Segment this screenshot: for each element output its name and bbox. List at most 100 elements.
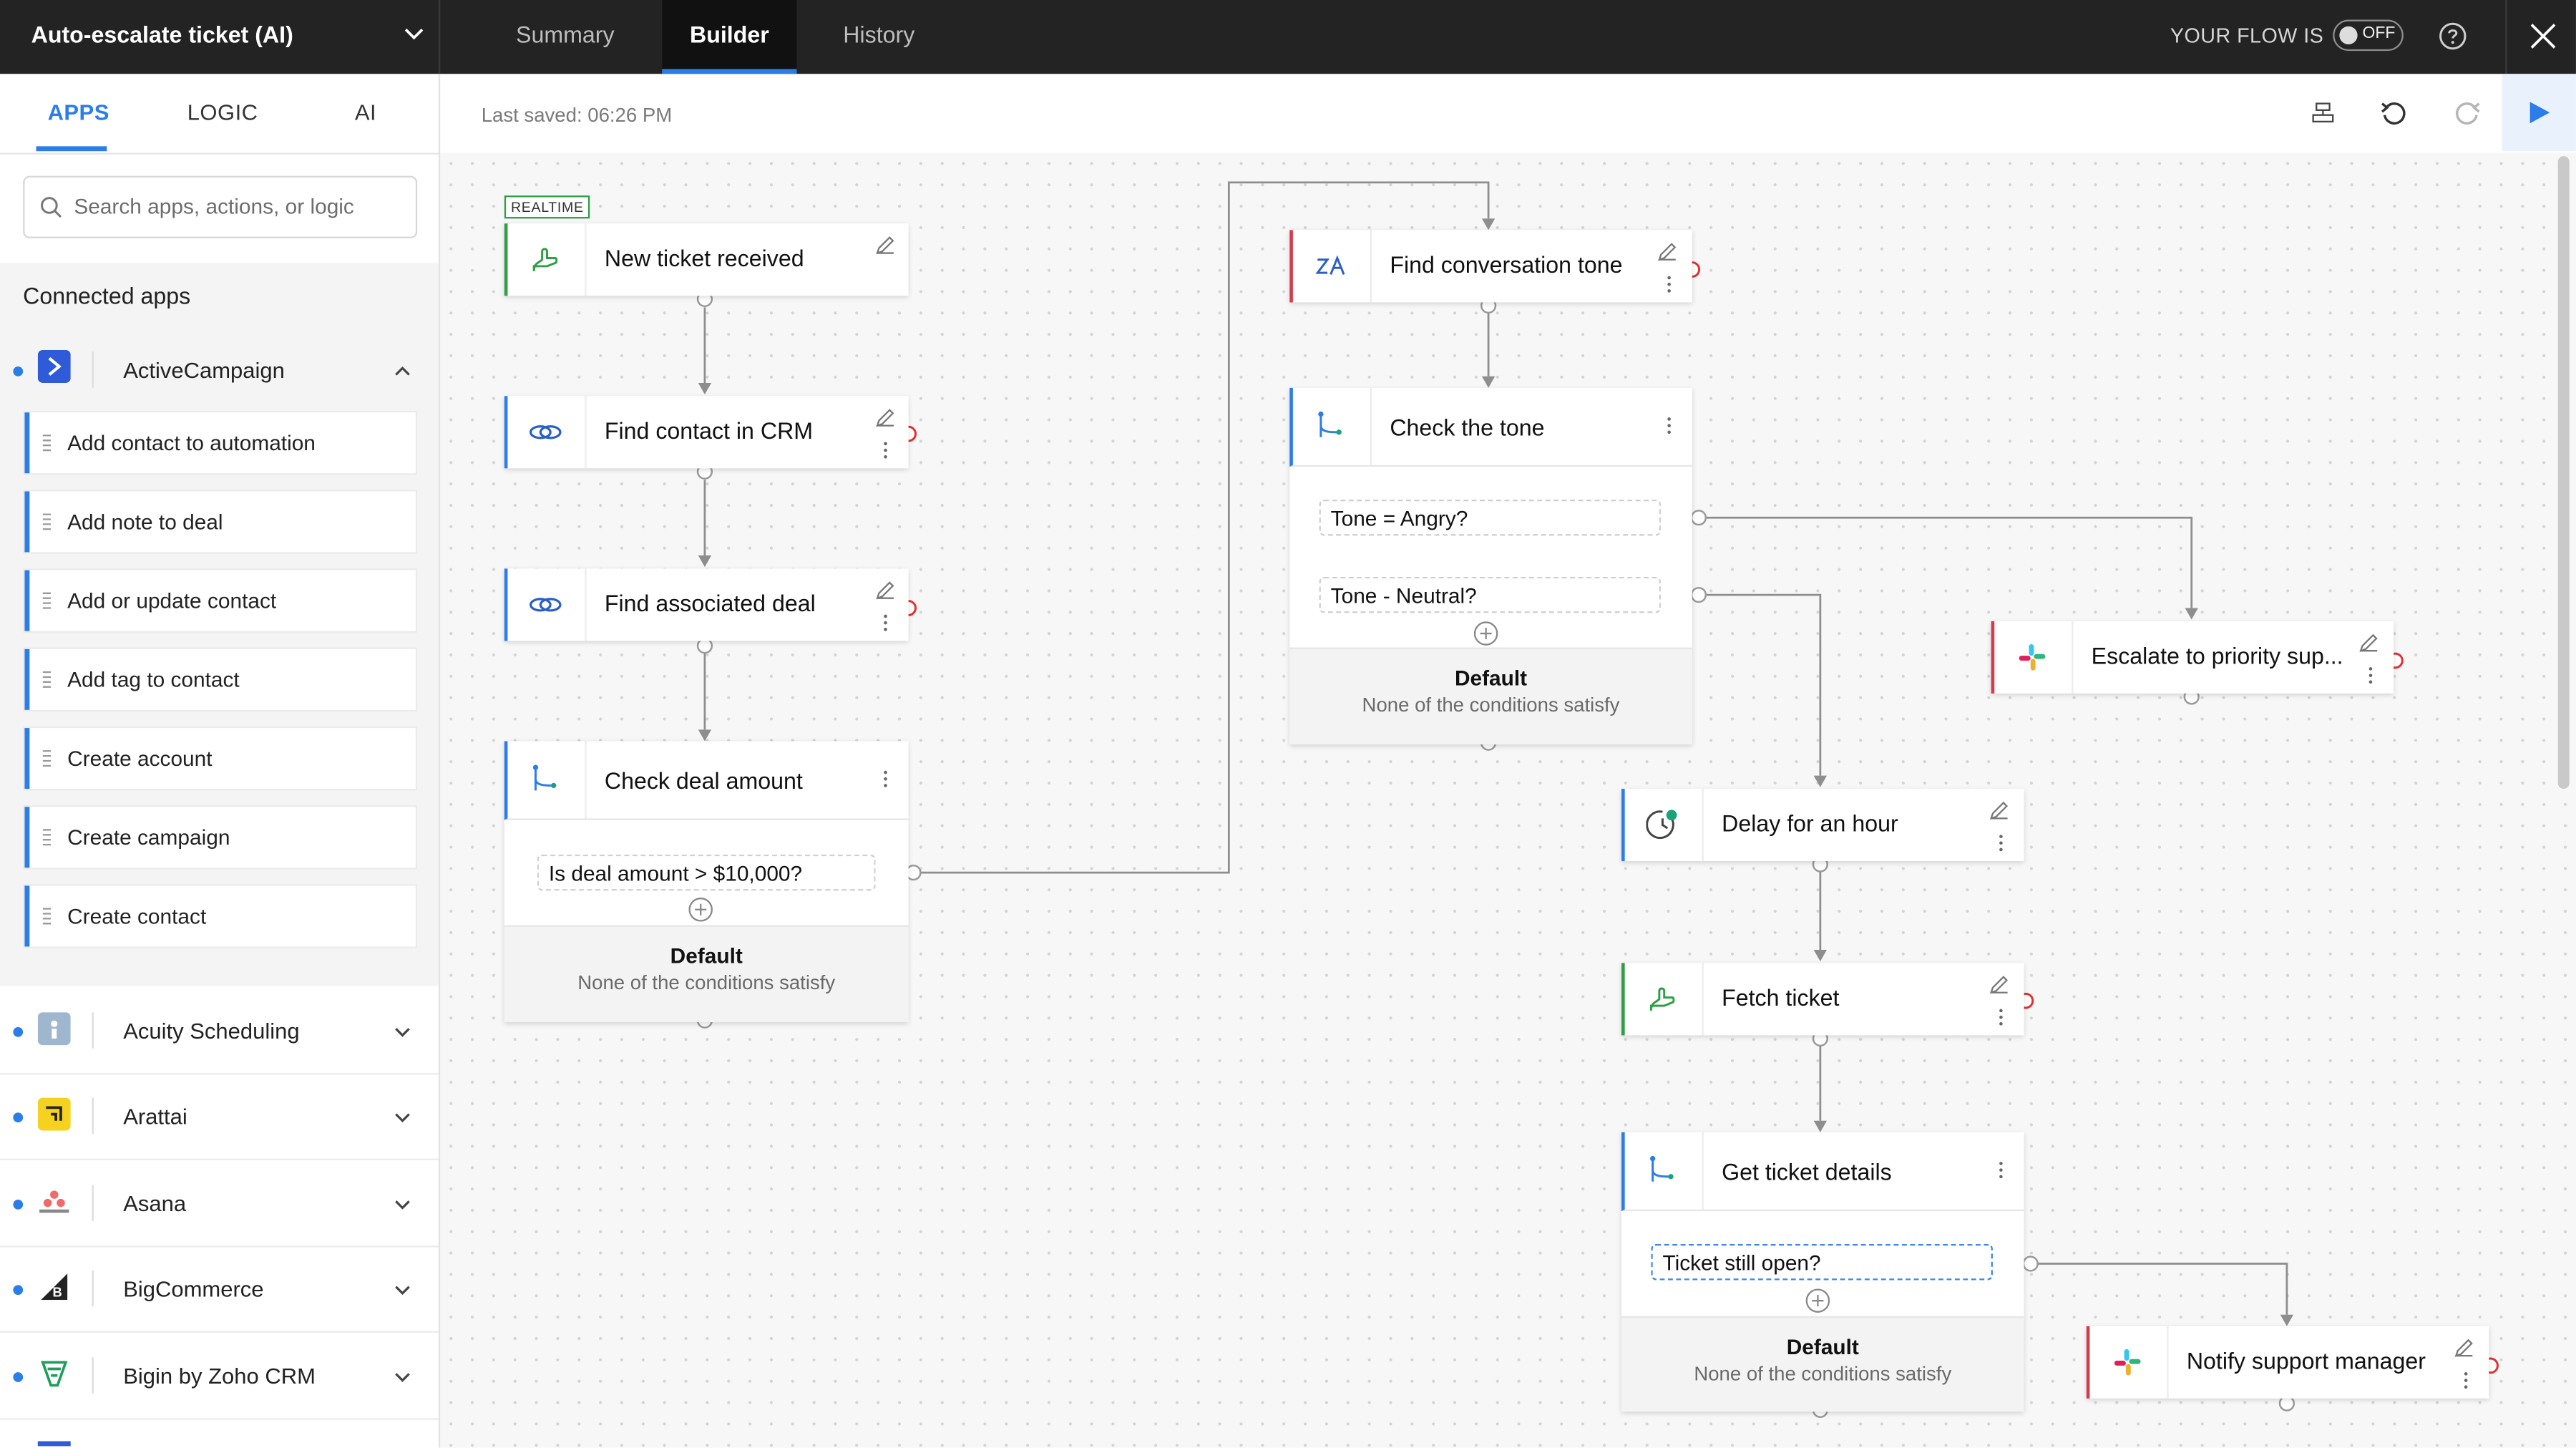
node-title: Escalate to priority sup... <box>2091 642 2343 669</box>
drag-handle-icon[interactable] <box>42 749 52 769</box>
arattai-logo-icon <box>37 1097 71 1131</box>
node-new-ticket[interactable]: New ticket received <box>504 223 909 296</box>
node-notify[interactable]: Notify support manager <box>2086 1326 2489 1399</box>
default-branch[interactable]: Default None of the conditions satisfy <box>504 925 909 1023</box>
default-branch[interactable]: Default None of the conditions satisfy <box>1621 1316 2024 1412</box>
action-item[interactable]: Create contact <box>24 885 416 947</box>
tab-apps[interactable]: APPS <box>47 100 109 125</box>
action-item[interactable]: Create campaign <box>24 807 416 868</box>
bigin-logo-icon <box>41 1361 68 1387</box>
tab-ai[interactable]: AI <box>354 100 377 125</box>
crm-link-icon <box>529 598 562 612</box>
default-label: Default <box>1786 1334 1859 1359</box>
chevron-down-icon[interactable] <box>391 1106 414 1129</box>
add-condition-icon[interactable] <box>1473 621 1498 646</box>
node-fetch-ticket[interactable]: Fetch ticket <box>1621 963 2024 1036</box>
app-acuity-scheduling[interactable]: Acuity Scheduling <box>0 988 439 1075</box>
app-bigin[interactable]: Bigin by Zoho CRM <box>0 1333 439 1420</box>
edit-icon[interactable] <box>2359 633 2379 653</box>
edit-icon[interactable] <box>1989 974 2009 994</box>
edit-icon[interactable] <box>2454 1338 2474 1358</box>
app-activecampaign[interactable]: ActiveCampaign <box>0 329 439 414</box>
node-icon-box <box>507 223 587 296</box>
more-options-icon[interactable] <box>2463 1371 2469 1391</box>
action-label: Add note to deal <box>67 509 223 535</box>
condition-tone-angry[interactable]: Tone = Angry? <box>1319 499 1662 536</box>
edit-icon[interactable] <box>876 407 896 427</box>
flow-name-selector[interactable]: Auto-escalate ticket (AI) <box>0 0 441 74</box>
edit-icon[interactable] <box>1989 800 2009 820</box>
app-asana[interactable]: Asana <box>0 1160 439 1248</box>
node-title: Get ticket details <box>1722 1158 1892 1185</box>
more-options-icon[interactable] <box>2367 666 2373 686</box>
app-bigcommerce[interactable]: B BigCommerce <box>0 1245 439 1333</box>
flow-toggle[interactable]: OFF <box>2333 19 2404 52</box>
node-icon-box <box>1293 230 1372 303</box>
node-escalate[interactable]: Escalate to priority sup... <box>1991 621 2394 694</box>
action-item[interactable]: Add note to deal <box>24 491 416 553</box>
drag-handle-icon[interactable] <box>42 907 52 927</box>
vertical-scrollbar[interactable] <box>2557 156 2570 789</box>
node-find-deal[interactable]: Find associated deal <box>504 568 909 641</box>
action-item[interactable]: Add tag to contact <box>24 648 416 710</box>
action-item[interactable]: Add contact to automation <box>24 412 416 474</box>
decision-check-deal[interactable]: Check deal amount Is deal amount > $10,0… <box>504 741 909 1023</box>
decision-check-tone[interactable]: Check the tone Tone = Angry? Tone - Neut… <box>1289 387 1692 745</box>
more-options-icon[interactable] <box>1998 1160 2004 1180</box>
more-options-icon[interactable] <box>882 769 889 789</box>
decision-get-ticket-details[interactable]: Get ticket details Ticket still open? De… <box>1621 1132 2024 1412</box>
edit-icon[interactable] <box>1658 241 1678 261</box>
drag-handle-icon[interactable] <box>42 828 52 848</box>
node-delay[interactable]: Delay for an hour <box>1621 789 2024 862</box>
decision-branch-icon <box>532 764 557 791</box>
add-condition-icon[interactable] <box>688 898 713 922</box>
node-find-contact[interactable]: Find contact in CRM <box>504 396 909 469</box>
more-options-icon[interactable] <box>882 440 889 460</box>
connected-dot <box>13 366 24 376</box>
tab-builder[interactable]: Builder <box>662 0 797 74</box>
action-label: Create account <box>67 746 213 771</box>
condition-deal-amount[interactable]: Is deal amount > $10,000? <box>537 854 876 891</box>
close-button[interactable] <box>2505 0 2576 74</box>
more-options-icon[interactable] <box>1998 1007 2004 1027</box>
chevron-down-icon[interactable] <box>391 1278 414 1301</box>
more-options-icon[interactable] <box>1666 416 1672 436</box>
test-run-button[interactable] <box>2502 74 2576 152</box>
chevron-down-icon[interactable] <box>391 1366 414 1389</box>
decision-branch-icon <box>1650 1155 1674 1182</box>
edit-icon[interactable] <box>876 580 896 600</box>
action-item[interactable]: Create account <box>24 728 416 789</box>
chevron-up-icon[interactable] <box>391 360 414 383</box>
app-arattai[interactable]: Arattai <box>0 1073 439 1160</box>
app-name: Acuity Scheduling <box>123 1019 300 1044</box>
condition-tone-neutral[interactable]: Tone - Neutral? <box>1319 576 1662 613</box>
slack-icon <box>2114 1349 2141 1376</box>
default-branch[interactable]: Default None of the conditions satisfy <box>1289 647 1692 745</box>
action-item[interactable]: Add or update contact <box>24 570 416 631</box>
align-icon[interactable] <box>2310 100 2336 127</box>
divider <box>92 1012 94 1049</box>
node-find-tone[interactable]: Find conversation tone <box>1289 230 1692 303</box>
drag-handle-icon[interactable] <box>42 512 52 533</box>
tab-history[interactable]: History <box>843 21 915 48</box>
search-input[interactable] <box>70 192 406 220</box>
condition-ticket-open[interactable]: Ticket still open? <box>1651 1243 1993 1281</box>
more-options-icon[interactable] <box>882 613 889 633</box>
more-options-icon[interactable] <box>1998 833 2004 853</box>
drag-handle-icon[interactable] <box>42 434 52 454</box>
undo-icon[interactable] <box>2381 100 2407 127</box>
add-condition-icon[interactable] <box>1805 1288 1830 1313</box>
close-icon <box>2530 24 2556 49</box>
chevron-down-icon[interactable] <box>391 1193 414 1216</box>
help-icon[interactable] <box>2438 21 2467 51</box>
drag-handle-icon[interactable] <box>42 671 52 691</box>
flow-canvas[interactable] <box>440 152 2576 1448</box>
more-options-icon[interactable] <box>1666 274 1672 294</box>
drag-handle-icon[interactable] <box>42 592 52 612</box>
tab-summary[interactable]: Summary <box>516 21 615 48</box>
tab-logic[interactable]: LOGIC <box>187 100 258 125</box>
chevron-down-icon[interactable] <box>391 1021 414 1044</box>
chevron-down-icon[interactable] <box>401 20 427 47</box>
edit-icon[interactable] <box>876 235 896 255</box>
redo-icon[interactable] <box>2454 100 2481 127</box>
